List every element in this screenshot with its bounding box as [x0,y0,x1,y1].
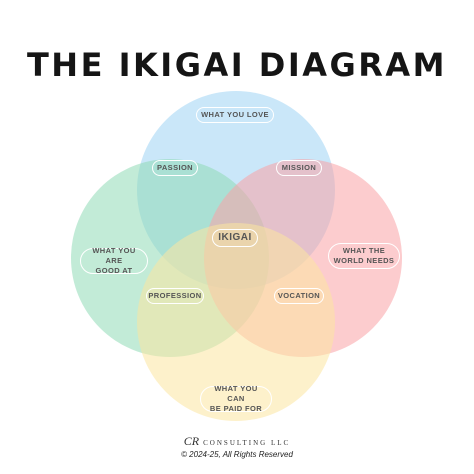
label-what-the-world-needs: WHAT THE WORLD NEEDS [328,243,400,269]
label-what-you-love: WHAT YOU LOVE [196,107,274,123]
label-ikigai: IKIGAI [212,229,258,247]
label-passion: PASSION [152,160,198,176]
copyright-text: © 2024-25, All Rights Reserved [181,450,293,459]
label-mission: MISSION [276,160,322,176]
circle-what-you-can-be-paid-for [137,223,335,421]
page-title: THE IKIGAI DIAGRAM [26,46,448,84]
label-what-you-are-good-at: WHAT YOU ARE GOOD AT [80,246,148,275]
logo-monogram: CR [183,434,200,448]
logo-text: CONSULTING LLC [203,439,291,447]
label-what-you-can-be-paid-for: WHAT YOU CAN BE PAID FOR [200,384,272,413]
label-profession: PROFESSION [146,288,204,304]
label-vocation: VOCATION [274,288,324,304]
